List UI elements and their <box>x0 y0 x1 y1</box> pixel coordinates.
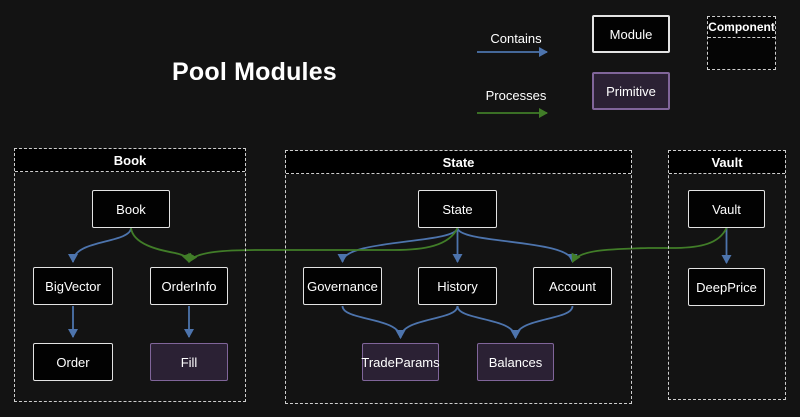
node-vault: Vault <box>688 190 765 228</box>
node-history-label: History <box>437 278 478 294</box>
container-state-title: State <box>286 151 631 174</box>
node-balances: Balances <box>477 343 554 381</box>
node-state-label: State <box>442 201 473 217</box>
page-title: Pool Modules <box>172 58 337 86</box>
legend-arrows <box>477 47 548 118</box>
node-fill: Fill <box>150 343 228 381</box>
legend-primitive-label: Primitive <box>606 83 656 99</box>
node-vault-label: Vault <box>712 201 741 217</box>
node-tradeparams: TradeParams <box>361 343 440 381</box>
node-bigvector: BigVector <box>33 267 113 305</box>
container-vault: Vault <box>668 150 786 400</box>
node-deepprice-label: DeepPrice <box>696 279 757 295</box>
node-account-label: Account <box>549 278 596 294</box>
node-history: History <box>418 267 497 305</box>
node-orderinfo-label: OrderInfo <box>161 278 217 294</box>
legend-primitive-box: Primitive <box>592 72 670 110</box>
container-vault-title: Vault <box>669 151 785 174</box>
node-tradeparams-label: TradeParams <box>361 354 440 370</box>
node-state: State <box>418 190 497 228</box>
legend-processes-label: Processes <box>485 88 547 103</box>
legend-component-box: Component <box>707 16 776 70</box>
node-deepprice: DeepPrice <box>688 268 765 306</box>
legend-contains-label: Contains <box>490 31 542 46</box>
legend-module-label: Module <box>609 26 653 42</box>
legend-module-box: Module <box>592 15 670 53</box>
container-book: Book <box>14 148 246 402</box>
node-bigvector-label: BigVector <box>45 278 101 294</box>
node-order-label: Order <box>56 354 90 370</box>
container-book-title: Book <box>15 149 245 172</box>
node-orderinfo: OrderInfo <box>150 267 228 305</box>
node-balances-label: Balances <box>488 354 543 370</box>
legend-component-label: Component <box>708 17 775 38</box>
node-book: Book <box>92 190 170 228</box>
container-state: State <box>285 150 632 404</box>
node-fill-label: Fill <box>180 354 198 370</box>
node-governance: Governance <box>303 267 382 305</box>
node-book-label: Book <box>116 201 146 217</box>
node-governance-label: Governance <box>307 278 378 294</box>
node-order: Order <box>33 343 113 381</box>
node-account: Account <box>533 267 612 305</box>
